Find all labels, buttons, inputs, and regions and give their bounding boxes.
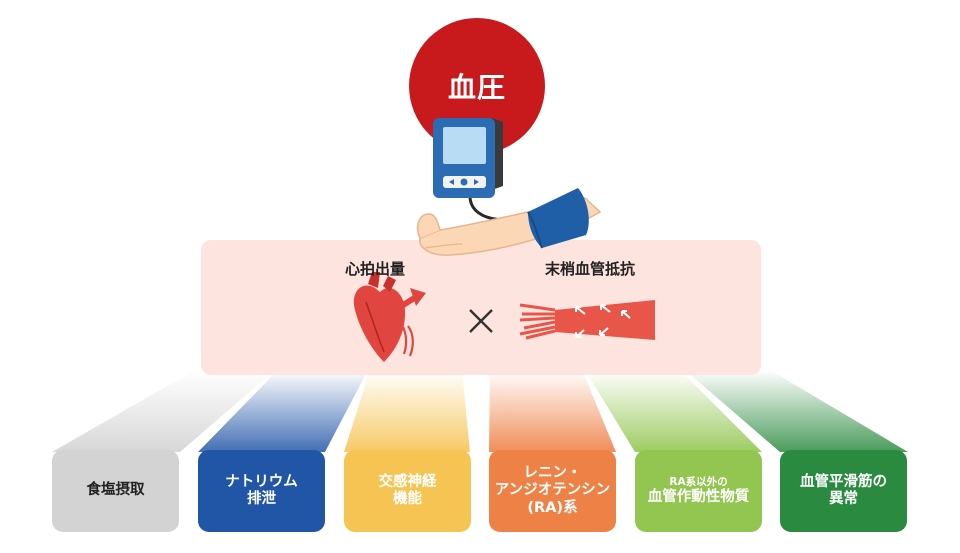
beam-salt: [52, 370, 275, 452]
page-title: 血圧: [447, 71, 506, 104]
beam-smooth-muscle: [685, 370, 908, 452]
formula-panel: [201, 240, 761, 375]
arm-icon: [416, 188, 602, 256]
blood-pressure-monitor-icon: [433, 118, 503, 198]
multiply-icon: [469, 309, 493, 333]
category-salt-intake: 食塩摂取: [52, 450, 179, 532]
category-text: 異常: [829, 491, 858, 507]
category-text: アンジオテンシン: [494, 482, 611, 499]
heart-icon: [353, 272, 426, 362]
category-text: 機能: [393, 491, 422, 507]
category-text: 排泄: [247, 491, 276, 507]
category-text: 食塩摂取: [86, 482, 145, 499]
category-text: ナトリウム: [225, 473, 298, 490]
category-prefix-text: RA系以外の: [669, 476, 728, 489]
beam-vasoactive: [585, 370, 762, 452]
peripheral-resistance-label: 末梢血管抵抗: [544, 260, 635, 278]
category-text: 血管作動性物質: [647, 488, 750, 505]
category-smooth-muscle: 血管平滑筋の異常: [780, 450, 907, 532]
beam-ras: [489, 370, 616, 452]
blood-vessel-icon: [519, 300, 655, 340]
category-text: 血管平滑筋の: [800, 473, 887, 490]
cardiac-output-label: 心拍出量: [344, 260, 405, 278]
category-sympathetic-nerve: 交感神経機能: [344, 450, 471, 532]
beam-sodium: [198, 370, 368, 452]
category-ras: レニン・アンジオテンシン(RA)系: [489, 450, 616, 532]
category-text: 交感神経: [378, 473, 437, 490]
fan-beams: [52, 370, 908, 452]
category-text: レニン・: [523, 465, 582, 482]
category-vasoactive-substances: RA系以外の血管作動性物質: [635, 450, 762, 532]
category-text: (RA)系: [527, 499, 578, 516]
category-sodium-excretion: ナトリウム排泄: [198, 450, 325, 532]
beam-sympathetic: [344, 370, 470, 452]
